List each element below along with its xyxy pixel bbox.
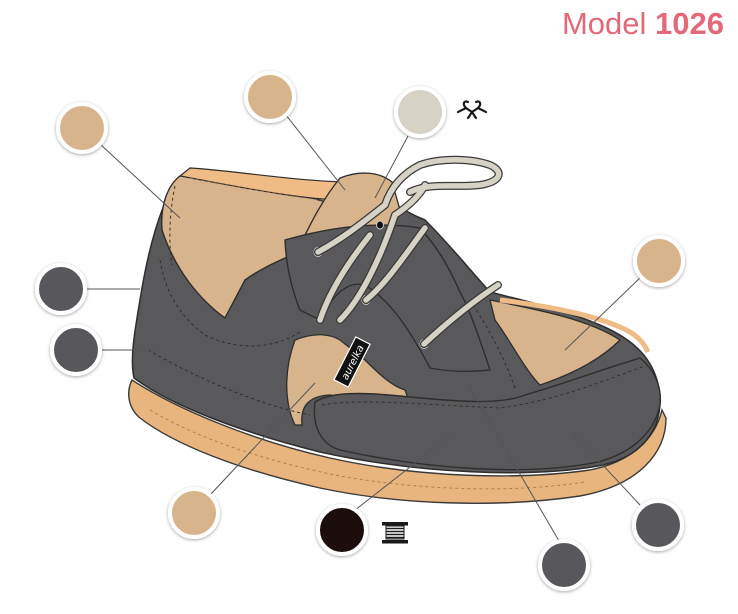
sole xyxy=(128,378,667,504)
swatch-side-tan-panel xyxy=(168,487,220,539)
leader-lines xyxy=(84,109,643,547)
swatch-vamp-gray xyxy=(538,539,590,591)
shoelace-icon xyxy=(456,100,488,120)
color-swatches xyxy=(35,71,685,591)
model-title: Model 1026 xyxy=(562,6,724,42)
swatch-upper-tan-tongue xyxy=(244,71,296,123)
swatch-heel-gray-lower xyxy=(50,324,102,376)
toe-tan-panel xyxy=(489,299,622,386)
swatch-lace xyxy=(394,86,446,138)
swatch-heel-gray-upper xyxy=(35,263,87,315)
model-number: 1026 xyxy=(655,6,724,41)
swatch-toe-tan-panel xyxy=(633,235,685,287)
swatch-upper-tan-collar xyxy=(56,102,108,154)
toe-cap-gray xyxy=(313,357,662,471)
swatch-toe-cap-gray xyxy=(632,499,684,551)
thread-spool-icon xyxy=(382,522,408,544)
model-title-prefix: Model xyxy=(561,6,647,41)
swatch-stitching-thread xyxy=(316,504,368,556)
